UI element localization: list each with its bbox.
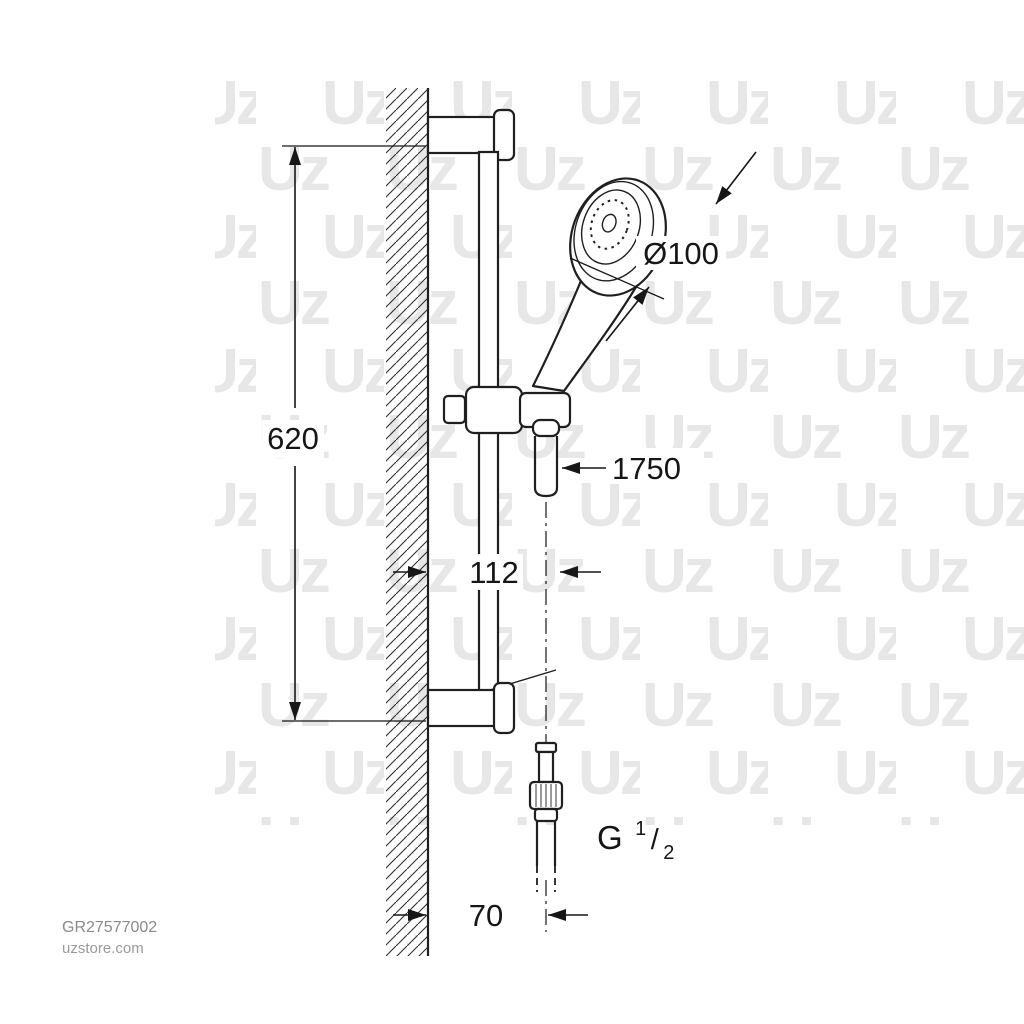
dim-hose-length-label: 1750	[612, 451, 681, 486]
thread-size-label: G 1 / 2	[597, 818, 674, 864]
shower-hose	[533, 436, 559, 744]
holder-clamp-knob	[442, 394, 467, 425]
wall-hatch	[386, 88, 428, 956]
knurl-texture	[535, 784, 557, 807]
slider-holder	[442, 385, 572, 438]
dim-rail-height-label: 620	[267, 421, 319, 456]
hose-connector	[528, 741, 564, 892]
dim-rail-height: 620	[262, 147, 324, 720]
dim-head-diameter-label: Ø100	[643, 236, 719, 271]
shower-head-nozzle-dots	[589, 199, 630, 250]
store-watermark-label: uzstore.com	[62, 940, 144, 957]
product-code-label: GR27577002	[62, 919, 157, 936]
hand-shower-handle	[531, 274, 638, 393]
dim-holder-offset-label: 112	[469, 555, 518, 590]
dim-bottom-offset-label: 70	[469, 898, 503, 933]
dim-head-diameter: Ø100	[569, 151, 757, 342]
dim-hose-length: 1750	[562, 448, 704, 486]
shower-head-center-cap	[601, 213, 617, 233]
dim-bottom-offset: 70	[393, 880, 588, 933]
dim-holder-offset: 112	[393, 554, 601, 590]
wall	[386, 88, 430, 956]
dim-rail-height-extensions	[282, 145, 426, 722]
handle-hose-nut	[531, 418, 561, 438]
top-wall-bracket	[426, 108, 516, 162]
holder-body	[464, 385, 524, 435]
bottom-wall-bracket	[426, 669, 557, 735]
